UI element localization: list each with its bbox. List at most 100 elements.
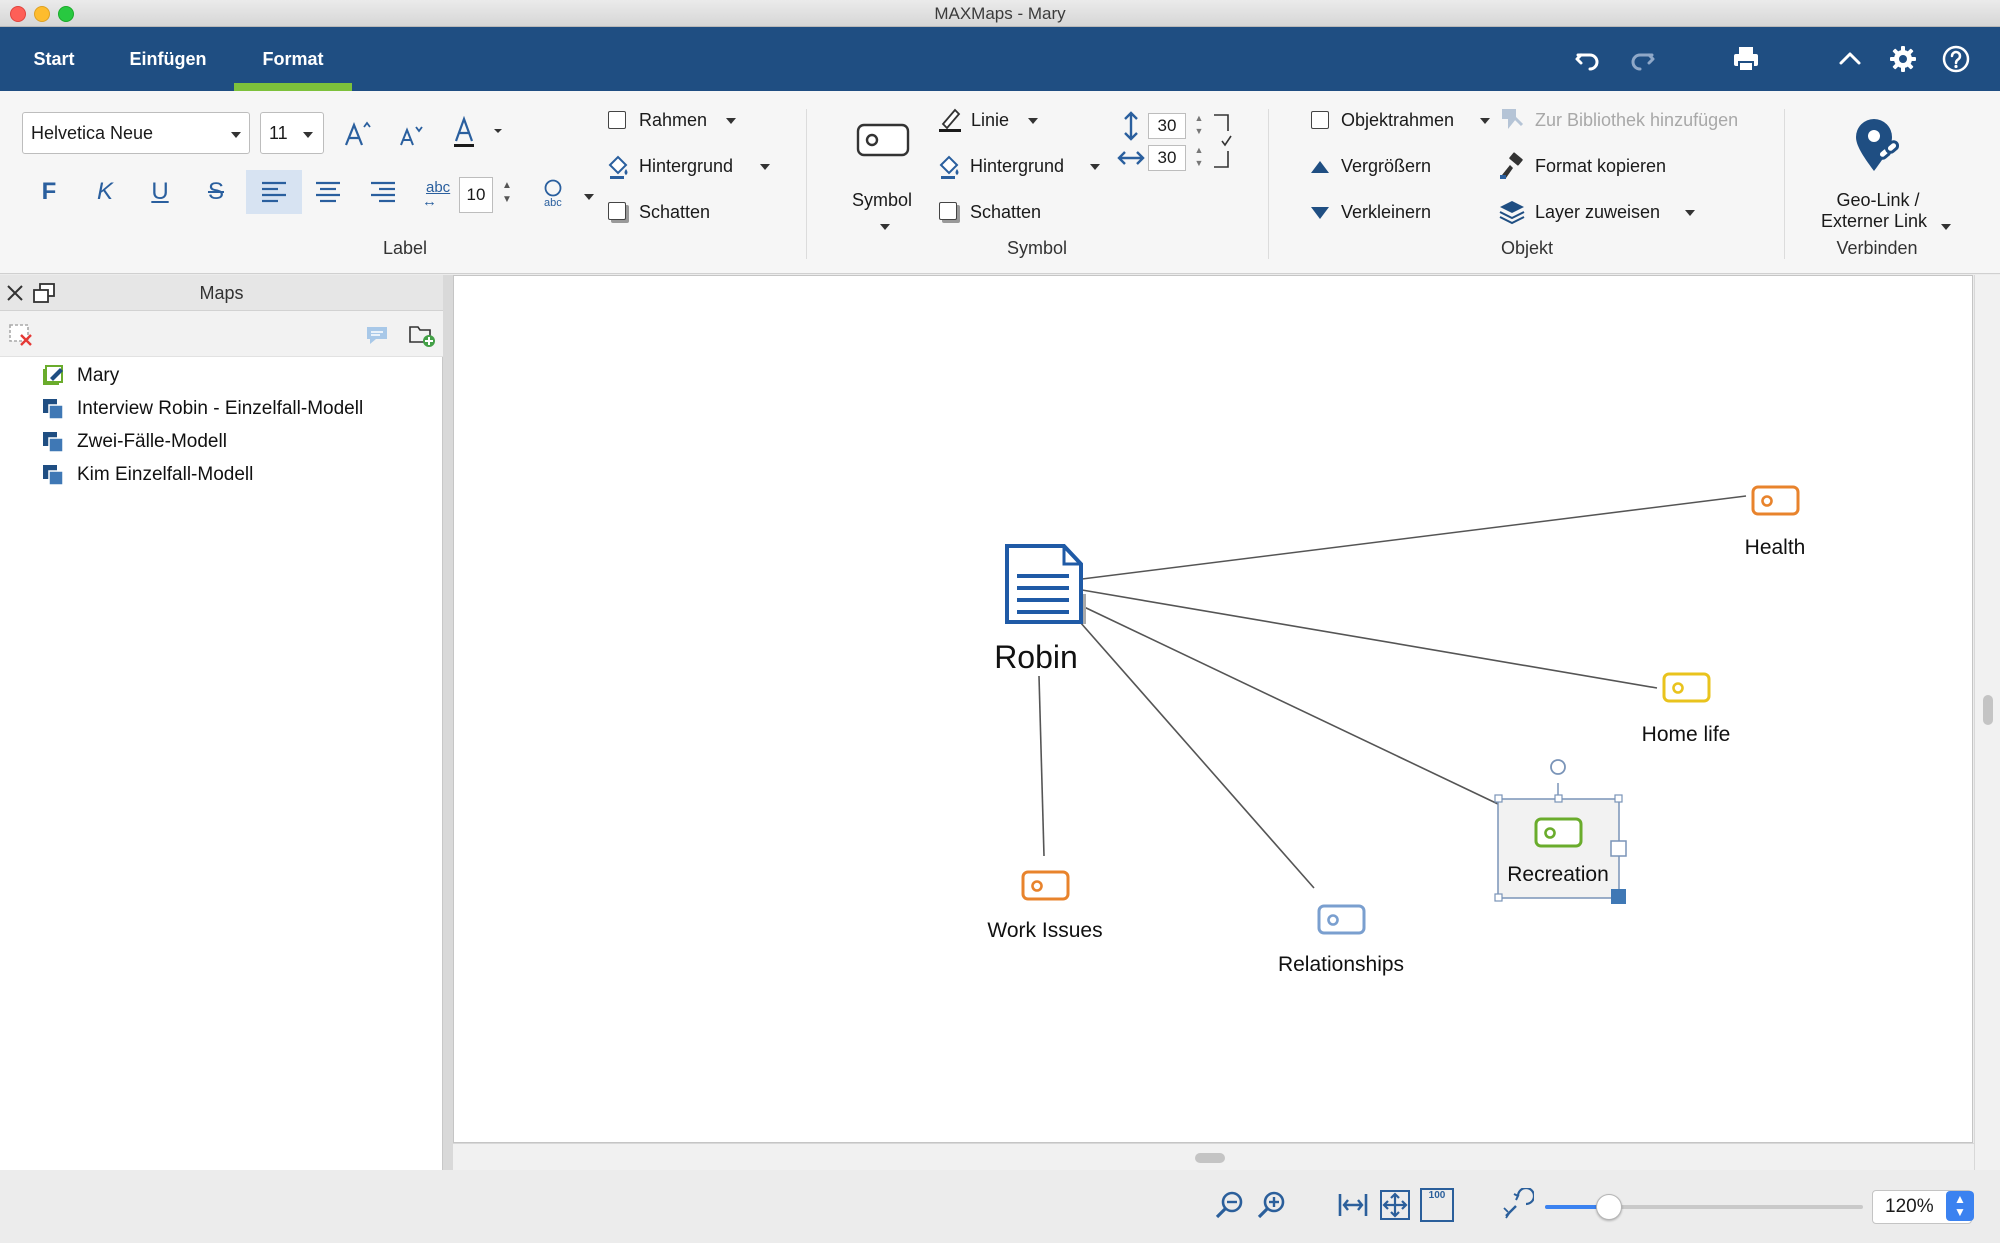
symbol-schatten-checkbox[interactable]	[939, 202, 957, 220]
symbol-hintergrund-label[interactable]: Hintergrund	[970, 156, 1065, 176]
zur-bibliothek-button[interactable]: Zur Bibliothek hinzufügen	[1535, 110, 1739, 130]
undo-icon[interactable]	[1572, 43, 1604, 75]
zoom-out-icon[interactable]	[1213, 1188, 1247, 1222]
symbol-button-label[interactable]: Symbol	[852, 190, 913, 210]
symbol-schatten-label[interactable]: Schatten	[970, 202, 1042, 222]
chevron-down-icon[interactable]	[1480, 118, 1490, 124]
robin-document-icon[interactable]	[1005, 544, 1086, 624]
keep-aspect-ratio-icon[interactable]	[1210, 111, 1234, 171]
relationships-node-label[interactable]: Relationships	[1277, 953, 1405, 976]
map-list-item[interactable]: Kim Einzelfall-Modell	[40, 460, 253, 490]
redo-icon[interactable]	[1626, 43, 1658, 75]
memo-comment-icon[interactable]	[364, 323, 390, 347]
print-icon[interactable]	[1730, 43, 1762, 75]
symbol-tag-icon[interactable]	[856, 123, 910, 157]
fill-bucket-icon[interactable]	[604, 153, 632, 181]
horizontal-scroll-thumb[interactable]	[1195, 1153, 1225, 1163]
tab-start[interactable]: Start	[33, 49, 75, 69]
tab-format[interactable]: Format	[234, 27, 352, 91]
font-family-select[interactable]: Helvetica Neue	[22, 112, 250, 154]
wrap-width-input[interactable]: 10	[459, 177, 493, 213]
connection-line[interactable]	[1081, 589, 1658, 689]
decrease-font-size-icon[interactable]	[396, 121, 426, 151]
new-folder-icon[interactable]	[408, 322, 436, 348]
height-stepper[interactable]: ▲▼	[1194, 113, 1204, 136]
health-code-icon[interactable]	[1751, 485, 1800, 516]
objektrahmen-label[interactable]: Objektrahmen	[1341, 110, 1455, 130]
verkleinern-button[interactable]: Verkleinern	[1341, 202, 1432, 222]
close-window-button[interactable]	[10, 6, 26, 22]
layer-zuweisen-button[interactable]: Layer zuweisen	[1535, 202, 1661, 222]
label-schatten-label[interactable]: Schatten	[639, 202, 711, 222]
fill-bucket-icon[interactable]	[935, 153, 963, 181]
format-kopieren-button[interactable]: Format kopieren	[1535, 156, 1667, 176]
health-node-label[interactable]: Health	[1744, 536, 1806, 559]
vertical-scrollbar[interactable]	[1974, 275, 2000, 1170]
reset-view-icon[interactable]	[1500, 1188, 1534, 1222]
minimize-window-button[interactable]	[34, 6, 50, 22]
bold-button[interactable]: F	[41, 178, 57, 205]
panel-splitter[interactable]	[443, 275, 453, 1170]
home-life-code-icon[interactable]	[1662, 672, 1711, 703]
line-pen-icon[interactable]	[937, 106, 963, 134]
home-life-node-label[interactable]: Home life	[1641, 723, 1731, 746]
map-canvas[interactable]: Robin Health Home life Recreation Relati…	[453, 275, 1973, 1143]
vergroessern-button[interactable]: Vergrößern	[1341, 156, 1432, 176]
collapse-ribbon-icon[interactable]	[1834, 43, 1866, 75]
geo-link-label-line1[interactable]: Geo-Link /	[1836, 190, 1920, 210]
connection-line[interactable]	[1038, 675, 1045, 857]
chevron-down-icon[interactable]	[1941, 224, 1951, 230]
chevron-down-icon[interactable]	[760, 164, 770, 170]
delete-map-icon[interactable]	[8, 323, 34, 347]
chevron-down-icon[interactable]	[1028, 118, 1038, 124]
schatten-checkbox[interactable]	[608, 202, 626, 220]
settings-gear-icon[interactable]	[1887, 43, 1919, 75]
zoom-slider-knob[interactable]	[1595, 1194, 1622, 1220]
align-center-button[interactable]	[303, 170, 353, 214]
connection-line[interactable]	[1081, 495, 1747, 580]
label-shape-icon[interactable]: abc	[538, 179, 568, 215]
linie-label[interactable]: Linie	[971, 110, 1010, 130]
font-color-icon[interactable]	[450, 115, 506, 151]
chevron-down-icon[interactable]	[726, 118, 736, 124]
font-size-select[interactable]: 11	[260, 112, 324, 154]
chevron-down-icon[interactable]	[1685, 210, 1695, 216]
objektrahmen-checkbox[interactable]	[1311, 111, 1329, 129]
horizontal-scrollbar[interactable]	[453, 1143, 1974, 1170]
map-list-item[interactable]: Zwei-Fälle-Modell	[40, 427, 227, 457]
relationships-code-icon[interactable]	[1317, 904, 1366, 935]
rahmen-label[interactable]: Rahmen	[639, 110, 708, 130]
italic-button[interactable]: K	[96, 178, 113, 205]
work-issues-code-icon[interactable]	[1021, 870, 1070, 901]
map-list-item[interactable]: Mary	[40, 361, 119, 391]
rahmen-checkbox[interactable]	[608, 111, 626, 129]
vertical-scroll-thumb[interactable]	[1983, 695, 1993, 725]
strikethrough-button[interactable]: S	[207, 178, 224, 205]
robin-node-label[interactable]: Robin	[994, 639, 1078, 675]
connection-line[interactable]	[1081, 605, 1499, 805]
help-icon[interactable]	[1940, 43, 1972, 75]
label-hintergrund-label[interactable]: Hintergrund	[639, 156, 734, 176]
connection-line[interactable]	[1079, 621, 1315, 889]
close-panel-icon[interactable]	[6, 284, 24, 302]
zoom-in-icon[interactable]	[1255, 1188, 1289, 1222]
zoom-window-button[interactable]	[58, 6, 74, 22]
wrap-width-stepper[interactable]: ▲▼	[502, 180, 512, 205]
symbol-width-input[interactable]: 30	[1148, 145, 1186, 171]
align-left-button[interactable]	[246, 170, 302, 214]
increase-font-size-icon[interactable]	[340, 117, 374, 151]
zoom-100-icon[interactable]: 100	[1420, 1188, 1454, 1222]
align-right-button[interactable]	[358, 170, 408, 214]
symbol-height-input[interactable]: 30	[1148, 113, 1186, 139]
zoom-stepper[interactable]: ▲▼	[1946, 1191, 1974, 1221]
geo-link-pin-icon[interactable]	[1852, 115, 1904, 175]
chevron-down-icon[interactable]	[880, 224, 890, 230]
chevron-down-icon[interactable]	[584, 194, 594, 200]
geo-link-label-line2[interactable]: Externer Link	[1820, 211, 1928, 231]
recreation-node-label[interactable]: Recreation	[1507, 863, 1609, 886]
work-issues-node-label[interactable]: Work Issues	[987, 919, 1103, 942]
undock-panel-icon[interactable]	[32, 282, 56, 304]
underline-button[interactable]: U	[151, 178, 169, 205]
fit-all-icon[interactable]	[1378, 1188, 1412, 1222]
width-stepper[interactable]: ▲▼	[1194, 145, 1204, 168]
